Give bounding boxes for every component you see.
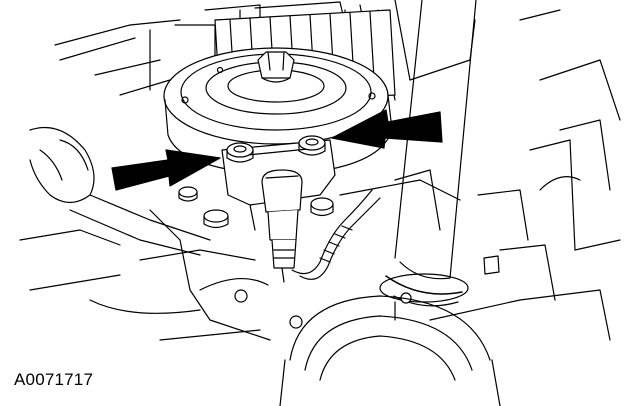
arrow-left xyxy=(111,149,221,191)
lower-round-component xyxy=(279,295,501,406)
block-bolt xyxy=(234,289,303,329)
lower-right-bolt xyxy=(310,197,334,217)
bracket-bolt-right xyxy=(298,135,326,156)
figure-reference-code: A0071717 xyxy=(14,370,94,389)
crankshaft-position-sensor xyxy=(261,169,303,283)
pulley-center-bolt xyxy=(257,51,295,83)
left-bolt xyxy=(178,186,198,202)
lower-left-bolt xyxy=(203,209,229,229)
arrow-right xyxy=(331,109,443,149)
engine-block xyxy=(89,169,461,341)
vertical-shaft xyxy=(379,0,477,321)
wiring-harness xyxy=(291,189,381,280)
bracket-bolt-left xyxy=(226,142,254,163)
tool-handle-left xyxy=(29,126,211,256)
right-bracket xyxy=(477,176,581,275)
